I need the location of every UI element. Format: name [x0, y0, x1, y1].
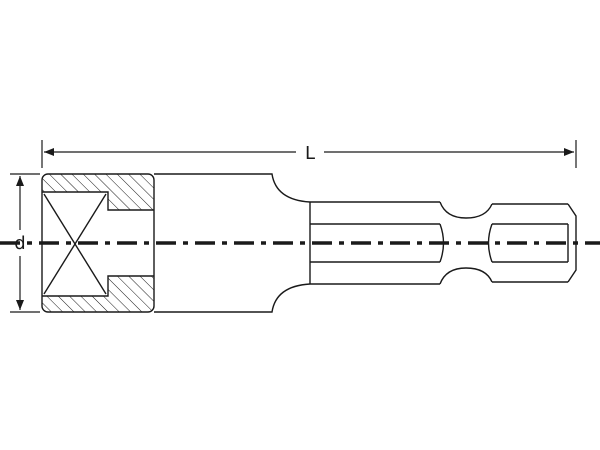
- shank-groove-top: [439, 201, 493, 219]
- hex-shank: [309, 201, 577, 285]
- diameter-dimension: [10, 173, 40, 313]
- diameter-arrow-top: [16, 176, 24, 186]
- length-arrow-right: [564, 148, 574, 156]
- neck-bottom-contour: [154, 283, 311, 313]
- shank-groove-facet-right: [487, 223, 493, 263]
- socket-cavity-contour: [42, 191, 154, 297]
- length-dimension: [41, 140, 577, 168]
- diameter-arrow-bottom: [16, 300, 24, 310]
- socket-hatch-bottom: [42, 276, 154, 312]
- length-label: L: [305, 143, 315, 164]
- neck-top-contour: [154, 173, 311, 203]
- socket-body: [41, 173, 155, 313]
- socket-cross-line-2: [43, 193, 107, 295]
- socket-neck: [154, 173, 311, 313]
- length-arrow-left: [44, 148, 54, 156]
- shank-groove-bottom: [439, 267, 493, 285]
